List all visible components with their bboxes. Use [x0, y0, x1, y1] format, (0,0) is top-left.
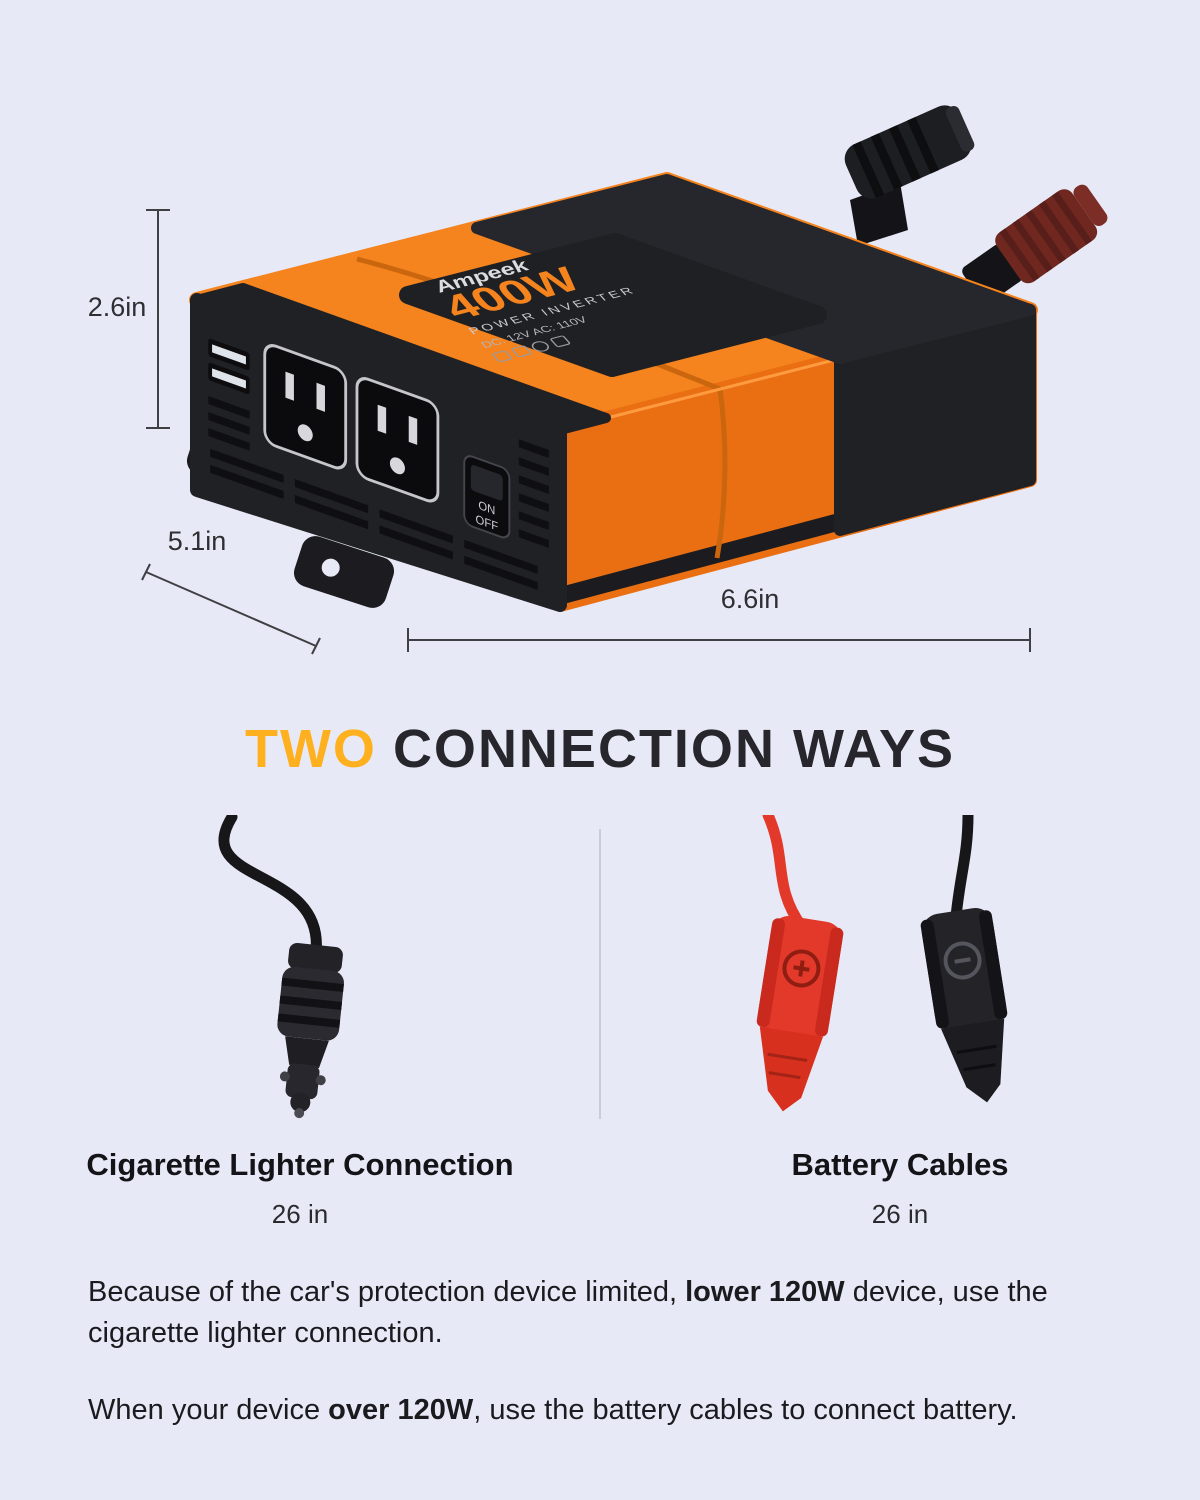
negative-terminal-knob — [844, 105, 975, 199]
connection-label: Cigarette Lighter Connection — [86, 1147, 514, 1182]
paragraph-bold: over 120W — [328, 1394, 474, 1426]
connection-cigarette: Cigarette Lighter Connection 26 in — [0, 815, 600, 1230]
black-battery-clamp — [920, 908, 1008, 1103]
connection-length: 26 in — [871, 1199, 929, 1229]
paragraph-text: , use the battery cables to connect batt… — [473, 1394, 1018, 1426]
vent-slots — [208, 396, 549, 590]
connection-length: 26 in — [271, 1199, 329, 1229]
paragraph-text: Because of the car's protection device l… — [88, 1276, 686, 1308]
product-area: ON OFF — [88, 105, 1108, 655]
red-cable — [762, 815, 808, 933]
ac-outlet — [355, 377, 440, 503]
length-dimension-label: 6.6in — [721, 584, 780, 614]
red-battery-clamp — [756, 916, 844, 1112]
paragraph-text: device, use the cigarette lighter connec… — [88, 1276, 1048, 1349]
column-divider — [599, 829, 601, 1119]
power-inverter-image: ON OFF — [186, 105, 1108, 612]
plug-cable — [218, 815, 322, 959]
height-dimension: 2.6in — [88, 209, 170, 429]
cigarette-plug — [277, 943, 344, 1119]
positive-terminal-knob — [962, 184, 1108, 304]
depth-dimension: 5.1in — [141, 526, 321, 655]
dimension-annotations: 2.6in 5.1in 6.6in — [88, 209, 1031, 655]
body-seam — [714, 388, 728, 559]
paragraph-cigarette: Because of the car's protection device l… — [88, 1272, 1132, 1353]
depth-dimension-label: 5.1in — [168, 526, 227, 556]
section-title-rest: CONNECTION WAYS — [392, 719, 956, 779]
length-dimension: 6.6in — [407, 584, 1031, 652]
black-cable — [950, 815, 974, 923]
battery-cables-image — [756, 815, 1008, 1112]
height-dimension-label: 2.6in — [88, 292, 147, 322]
mounting-tab — [293, 536, 395, 608]
switch-on-label: ON — [478, 498, 495, 518]
paragraph-text: When your device — [88, 1394, 329, 1426]
paragraph-battery: When your device over 120W, use the batt… — [88, 1390, 1132, 1431]
cigarette-plug-image — [218, 815, 344, 1119]
power-switch: ON OFF — [463, 455, 511, 539]
device-label-panel: Ampeek 400W POWER INVERTER DC: 12V AC: 1… — [399, 233, 827, 377]
connection-label: Battery Cables — [791, 1147, 1009, 1182]
connection-battery: Battery Cables 26 in — [600, 815, 1200, 1230]
terminal-stem — [850, 182, 908, 246]
section-title-highlight: TWO — [244, 719, 377, 779]
connection-ways-section: Cigarette Lighter Connection 26 in — [0, 815, 1200, 1255]
ac-outlet — [263, 344, 348, 470]
front-panel: ON OFF — [208, 338, 549, 590]
paragraph-bold: lower 120W — [685, 1276, 845, 1308]
certification-icons — [492, 335, 571, 363]
usb-ports — [208, 338, 250, 395]
